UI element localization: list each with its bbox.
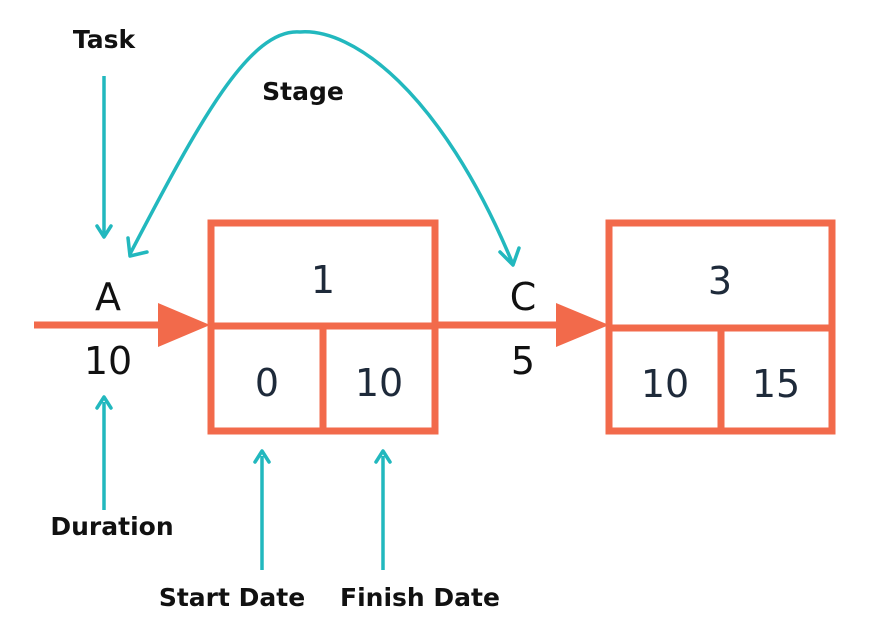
activity-arrow-a-head: [158, 303, 210, 347]
stage-label: Stage: [262, 77, 344, 106]
stage-curve-arrow: [128, 30, 514, 263]
node-1-id: 1: [311, 258, 335, 302]
node-3-finish-cell: [717, 324, 836, 435]
node-1-finish: 10: [355, 361, 403, 405]
duration-arrow-head: [95, 395, 113, 410]
activity-a-duration: 10: [84, 339, 132, 383]
node-3-start-cell: [605, 324, 725, 435]
node-3-start: 10: [641, 362, 689, 406]
finish-date-arrow-head: [374, 449, 392, 464]
activity-c-letter: C: [510, 275, 537, 319]
stage-arrow-head-right: [498, 246, 521, 267]
node-1-finish-cell: [319, 322, 439, 435]
finish-date-label: Finish Date: [340, 583, 500, 612]
node-3-finish: 15: [752, 362, 800, 406]
node-3-id: 3: [708, 259, 732, 303]
node-1: 1 0 10: [207, 219, 439, 435]
start-date-arrow-head: [253, 449, 271, 464]
task-arrow-head: [95, 224, 113, 239]
node-3: 3 10 15: [605, 219, 836, 435]
task-label: Task: [73, 25, 137, 54]
stage-arrow-head-left: [126, 236, 149, 258]
start-date-label: Start Date: [159, 583, 305, 612]
activity-arrow-c-head: [556, 303, 609, 347]
activity-a-letter: A: [95, 275, 121, 319]
node-1-start: 0: [255, 361, 279, 405]
activity-c-duration: 5: [511, 339, 535, 383]
duration-label: Duration: [50, 512, 173, 541]
